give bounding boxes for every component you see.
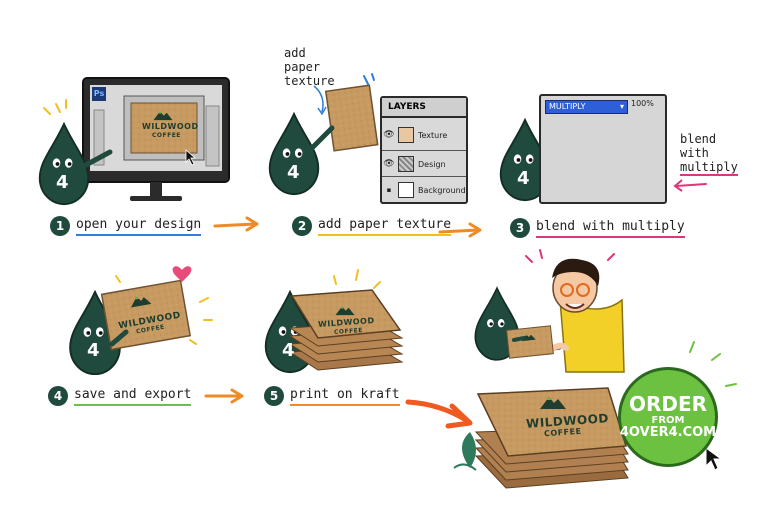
step-number: 1	[50, 216, 70, 236]
step-number: 3	[510, 218, 530, 238]
layer-row-design[interactable]: 👁 Design	[382, 150, 466, 177]
layer-thumb	[398, 156, 414, 172]
step-3-label: 3 blend with multiply	[510, 218, 685, 238]
blend-mode-dropdown[interactable]: MULTIPLY ▾	[545, 100, 628, 114]
step-4-label: 4 save and export	[48, 386, 192, 406]
step-5-label: 5 print on kraft	[264, 386, 400, 406]
monitor	[82, 77, 230, 201]
order-line-1: ORDER	[628, 392, 708, 417]
layer-thumb	[398, 182, 414, 198]
cursor-icon	[705, 447, 723, 471]
order-button[interactable]: ORDER FROM 4OVER4.COM	[618, 367, 718, 467]
order-line-3: 4OVER4.COM	[619, 425, 717, 441]
mascot-3-digit: 4	[517, 168, 531, 189]
kraft-stack	[288, 289, 404, 371]
delivered-stack	[474, 387, 629, 489]
blend-mode-value: MULTIPLY	[549, 102, 586, 111]
monitor-brand-sub: COFFEE	[152, 132, 181, 139]
step-number: 2	[292, 216, 312, 236]
chevron-down-icon: ▾	[619, 102, 624, 111]
eye-icon[interactable]: 👁	[383, 159, 395, 169]
step-text: blend with multiply	[536, 219, 685, 238]
step-text: open your design	[76, 217, 202, 236]
photoshop-icon: Ps	[93, 89, 105, 98]
leaf-icon	[462, 432, 476, 468]
mascot-1-digit: 4	[56, 172, 70, 193]
blend-panel: MULTIPLY ▾ 100%	[539, 94, 667, 204]
step-text: save and export	[74, 387, 192, 406]
step-1-label: 1 open your design	[50, 216, 202, 236]
arrow-2-3	[438, 228, 480, 234]
step-text: print on kraft	[290, 387, 400, 406]
eye-icon[interactable]: ▪	[386, 186, 392, 194]
order-line-2: FROM	[651, 415, 685, 427]
layer-row-background[interactable]: ▪ Background	[382, 176, 466, 203]
mascot-4-digit: 4	[87, 340, 101, 361]
layer-thumb	[398, 127, 414, 143]
step-number: 4	[48, 386, 68, 406]
arrow-1-2	[213, 222, 257, 228]
heart-icon	[172, 266, 192, 282]
eye-icon[interactable]: 👁	[383, 130, 395, 140]
step-text: add paper texture	[318, 217, 452, 236]
layer-name: Design	[418, 159, 446, 169]
layer-name: Background	[418, 185, 466, 195]
happy-customer	[545, 258, 625, 373]
layer-row-texture[interactable]: 👁 Texture	[382, 122, 466, 148]
note-blend: blend with multiply	[680, 132, 738, 176]
opacity-value: 100%	[631, 99, 654, 108]
layers-panel: LAYERS 👁 Texture 👁 Design ▪ Background	[380, 96, 468, 204]
mascot-5-digit: 4	[282, 340, 296, 361]
layers-panel-title: LAYERS	[382, 98, 466, 118]
mascot-2-digit: 4	[287, 162, 301, 183]
layer-name: Texture	[418, 130, 448, 140]
step-number: 5	[264, 386, 284, 406]
monitor-brand-name: WILDWOOD	[142, 122, 199, 131]
step-2-label: 2 add paper texture	[292, 216, 452, 236]
note-add-texture: add paper texture	[284, 46, 335, 88]
texture-sheet	[324, 84, 379, 152]
